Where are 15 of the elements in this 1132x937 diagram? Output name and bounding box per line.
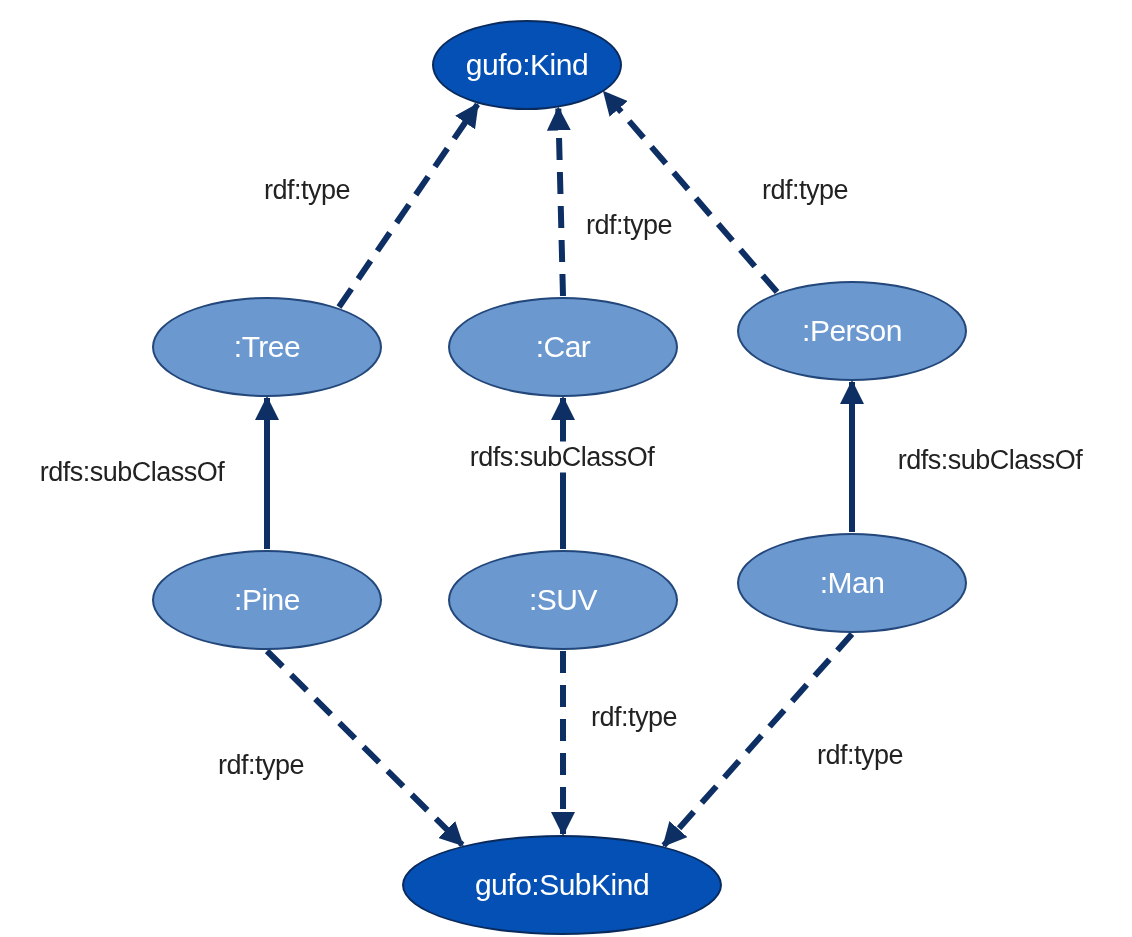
dashed-arrow bbox=[602, 90, 780, 295]
node-label: :Car bbox=[535, 330, 591, 364]
node-label: :Pine bbox=[234, 583, 300, 617]
node-label: gufo:Kind bbox=[465, 48, 589, 82]
dashed-arrow bbox=[264, 648, 465, 848]
node-label: gufo:SubKind bbox=[474, 868, 650, 902]
node-label: :Tree bbox=[233, 330, 301, 364]
node-label: :SUV bbox=[529, 583, 597, 617]
dashed-arrow bbox=[336, 102, 480, 309]
arrow bbox=[840, 380, 864, 532]
dashed-arrow bbox=[551, 651, 575, 836]
arrow bbox=[255, 396, 279, 549]
node-label: :Man bbox=[819, 566, 885, 600]
dashed-arrow bbox=[661, 632, 855, 848]
node-label: :Person bbox=[802, 314, 902, 348]
